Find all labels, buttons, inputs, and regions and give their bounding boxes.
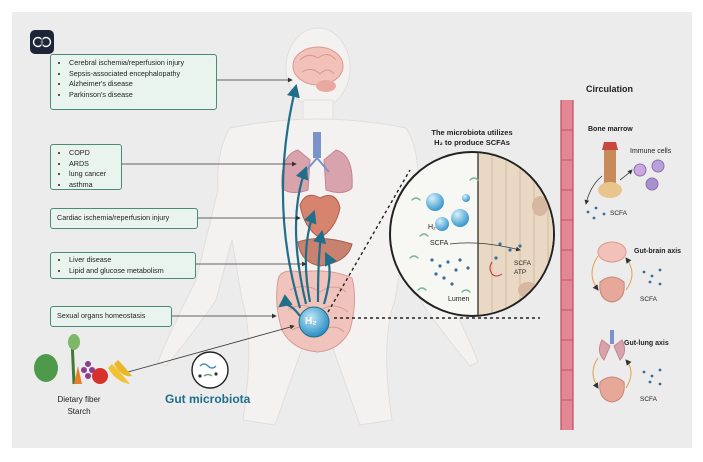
- gut-lung-label: Gut-lung axis: [624, 340, 669, 347]
- gut-brain-illustration: [591, 241, 662, 303]
- cell-scfa-label: SCFA: [514, 260, 531, 267]
- h2-arrows: [278, 83, 337, 317]
- microbiota-title-line-1: The microbiota utilizes: [431, 128, 513, 137]
- brain-icon: [30, 30, 54, 54]
- gut-lung-scfa-label: SCFA: [640, 396, 657, 403]
- heart-disease-box: Cardiac ischemia/reperfusion injury: [50, 208, 198, 229]
- lung-disease-box: COPD ARDS lung cancer asthma: [50, 144, 122, 190]
- bone-marrow-label: Bone marrow: [588, 126, 633, 133]
- zoom-h2-label: H₂: [428, 224, 436, 231]
- liver-disease-box: Liver disease Lipid and glucose metaboli…: [50, 252, 196, 279]
- gut-brain-scfa-label: SCFA: [640, 296, 657, 303]
- brain-disease-box: Cerebral ischemia/reperfusion injury Sep…: [50, 54, 217, 110]
- brain-disease-item: Parkinson's disease: [69, 90, 216, 101]
- h2-bubble: [298, 306, 330, 338]
- lung-disease-item: lung cancer: [69, 169, 121, 180]
- lumen-label: Lumen: [448, 296, 470, 303]
- zoom-lines: [327, 169, 540, 319]
- circulation-title: Circulation: [586, 84, 634, 94]
- box-connectors: [120, 77, 307, 373]
- bone-marrow-illustration: [584, 142, 665, 220]
- diet-line-1: Dietary fiber: [57, 395, 101, 404]
- gut-microbiota-icon: [191, 351, 229, 389]
- lung-disease-item: COPD: [69, 148, 121, 159]
- microbiota-title-line-2: H₂ to produce SCFAs: [434, 138, 510, 147]
- immune-cells-label: Immune cells: [630, 148, 672, 155]
- brain-disease-item: Cerebral ischemia/reperfusion injury: [69, 58, 216, 69]
- microbiota-zoom: [389, 151, 555, 317]
- liver-disease-item: Liver disease: [69, 255, 195, 266]
- sexual-organs-label: Sexual organs homeostasis: [57, 311, 146, 320]
- diet-label: Dietary fiber Starch: [54, 394, 104, 418]
- blood-vessel: [560, 100, 574, 430]
- h2-label: H₂: [305, 316, 317, 327]
- brain-organ: [292, 46, 344, 92]
- lung-disease-item: asthma: [69, 180, 121, 191]
- gut-lung-illustration: [592, 330, 662, 403]
- gut-brain-label: Gut-brain axis: [634, 248, 682, 255]
- sexual-organs-box: Sexual organs homeostasis: [50, 306, 172, 327]
- atp-label: ATP: [514, 269, 527, 276]
- lung-disease-item: ARDS: [69, 159, 121, 170]
- diet-line-2: Starch: [67, 407, 91, 416]
- microbiota-title: The microbiota utilizes H₂ to produce SC…: [410, 128, 534, 148]
- brain-disease-item: Sepsis-associated encephalopathy: [69, 69, 216, 80]
- gut-microbiota-label: Gut microbiota: [165, 392, 251, 406]
- zoom-scfa-label: SCFA: [430, 240, 449, 247]
- heart-disease-label: Cardiac ischemia/reperfusion injury: [57, 213, 170, 222]
- brain-disease-item: Alzheimer's disease: [69, 79, 216, 90]
- dietary-food-illustration: [34, 334, 132, 385]
- bone-scfa-label: SCFA: [610, 210, 627, 217]
- liver-disease-item: Lipid and glucose metabolism: [69, 266, 195, 277]
